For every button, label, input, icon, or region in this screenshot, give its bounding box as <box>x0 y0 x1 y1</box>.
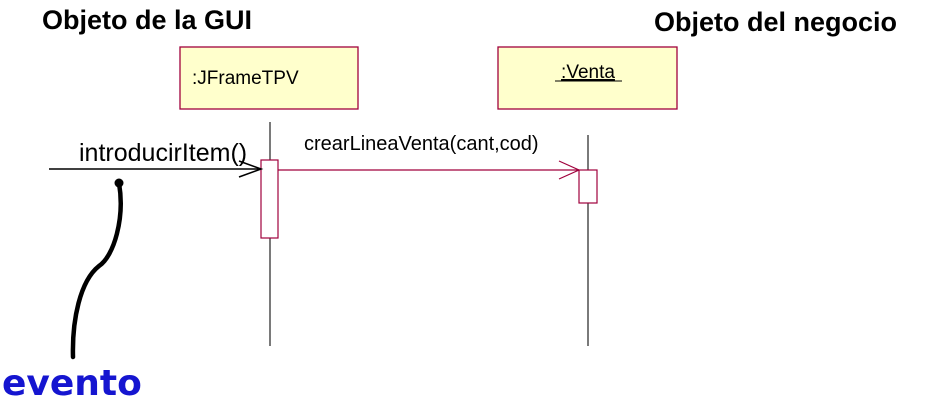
object-jframetpv: :JFrameTPV <box>179 46 359 110</box>
message-crear-linea-venta-label: crearLineaVenta(cant,cod) <box>304 133 539 155</box>
event-annotation-label: evento <box>2 363 142 404</box>
message-crear-linea-venta-arrowhead <box>558 160 581 180</box>
message-introducir-item-label: introducirItem() <box>79 139 247 167</box>
event-pointer <box>70 178 124 360</box>
message-crear-linea-venta: crearLineaVenta(cant,cod) <box>278 133 581 180</box>
activation-bar-venta <box>578 169 598 204</box>
object-venta-box <box>497 46 678 110</box>
gui-object-heading: Objeto de la GUI <box>42 5 253 35</box>
object-venta-label: :Venta <box>561 62 615 83</box>
event-pointer-curve <box>70 180 123 360</box>
object-venta: :Venta <box>497 46 678 110</box>
activation-bar-jframetpv <box>260 159 279 239</box>
business-object-heading: Objeto del negocio <box>654 7 898 37</box>
message-introducir-item-arrowhead <box>238 160 264 178</box>
event-pointer-dot <box>114 178 124 188</box>
object-jframetpv-label: :JFrameTPV <box>192 68 299 89</box>
message-introducir-item: introducirItem() <box>49 139 264 178</box>
object-jframetpv-box <box>179 46 359 110</box>
